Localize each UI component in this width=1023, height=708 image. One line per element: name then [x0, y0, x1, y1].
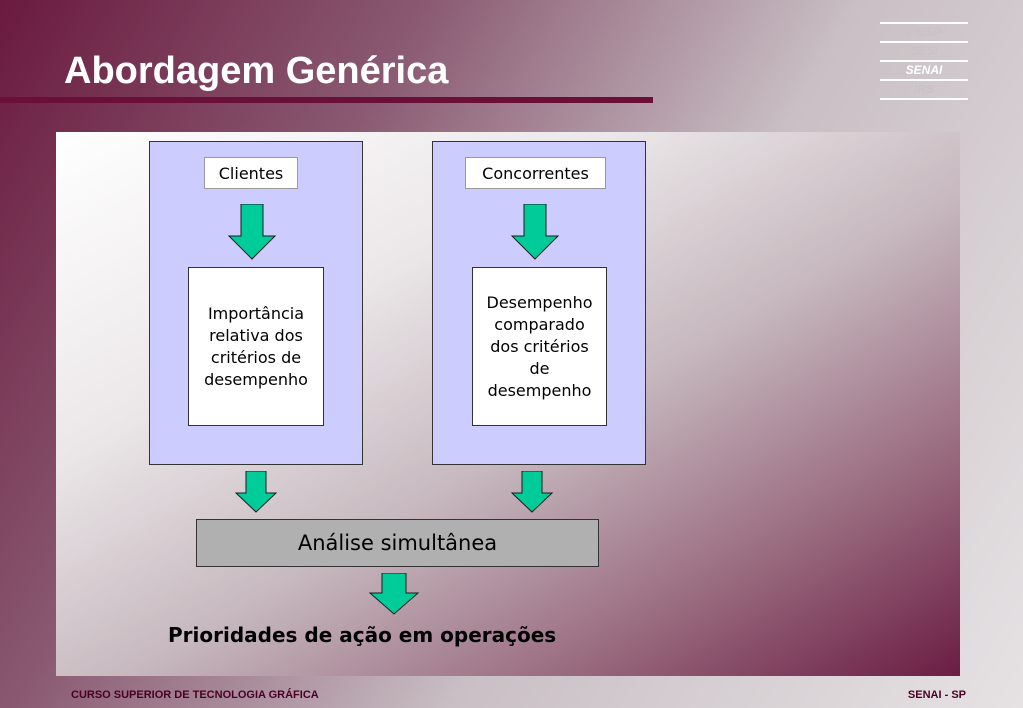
arrow-down-icon: [510, 471, 554, 513]
desempenho-box: Desempenho comparado dos critérios de de…: [472, 267, 607, 426]
arrow-down-icon: [368, 573, 420, 615]
logo-rule: [880, 98, 968, 100]
result-text: Prioridades de ação em operações: [168, 623, 557, 647]
importancia-line-4: desempenho: [204, 369, 308, 389]
importancia-line-1: Importância: [207, 303, 305, 323]
desempenho-line-1: Desempenho: [486, 292, 593, 312]
importancia-line-2: relativa dos: [209, 325, 303, 345]
arrow-down-icon: [510, 204, 560, 260]
logo-fiesp: FIESP: [880, 22, 968, 41]
desempenho-line-5: desempenho: [487, 380, 592, 400]
clientes-label: Clientes: [204, 157, 298, 189]
analysis-box: Análise simultânea: [196, 519, 599, 567]
slide-title: Abordagem Genérica: [64, 50, 449, 92]
logo-senai: SENAI: [880, 60, 968, 79]
footer-course: CURSO SUPERIOR DE TECNOLOGIA GRÁFICA: [71, 689, 319, 701]
arrow-down-icon: [234, 471, 278, 513]
arrow-down-icon: [227, 204, 277, 260]
logo-irs: IRS: [880, 79, 968, 98]
desempenho-line-4: de: [529, 358, 550, 378]
title-underline: [0, 97, 653, 103]
desempenho-line-3: dos critérios: [490, 336, 589, 356]
footer-institution: SENAI - SP: [907, 689, 966, 701]
desempenho-line-2: comparado: [494, 314, 585, 334]
importancia-line-3: critérios de: [210, 347, 302, 367]
institution-logo: FIESP SESI SENAI IRS: [880, 22, 968, 100]
importancia-box: Importância relativa dos critérios de de…: [188, 267, 324, 426]
concorrentes-label: Concorrentes: [465, 157, 606, 189]
logo-sesi: SESI: [880, 41, 968, 60]
